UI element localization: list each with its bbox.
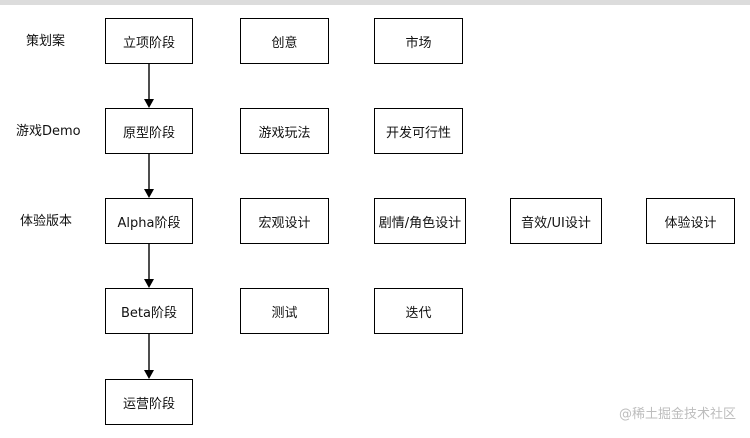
arrow-beta-to-operation <box>144 334 154 379</box>
arrow-initiation-to-prototype <box>144 64 154 108</box>
row-label-trial: 体验版本 <box>20 214 73 229</box>
detail-iteration: 迭代 <box>374 288 463 334</box>
detail-audio-ui-design: 音效/UI设计 <box>510 198 602 244</box>
row-label-plan: 策划案 <box>26 34 66 49</box>
top-shade <box>0 0 750 5</box>
stage-operation: 运营阶段 <box>105 379 193 425</box>
stage-prototype: 原型阶段 <box>105 108 193 154</box>
detail-story-character-design: 剧情/角色设计 <box>374 198 466 244</box>
detail-macro-design: 宏观设计 <box>240 198 329 244</box>
row-label-demo: 游戏Demo <box>16 124 81 139</box>
detail-feasibility: 开发可行性 <box>374 108 463 154</box>
arrow-prototype-to-alpha <box>144 154 154 198</box>
detail-creativity: 创意 <box>240 18 329 64</box>
stage-initiation: 立项阶段 <box>105 18 193 64</box>
detail-gameplay: 游戏玩法 <box>240 108 329 154</box>
arrow-alpha-to-beta <box>144 244 154 288</box>
detail-experience-design: 体验设计 <box>646 198 735 244</box>
watermark: @稀土掘金技术社区 <box>618 407 736 422</box>
stage-alpha: Alpha阶段 <box>105 198 193 244</box>
detail-market: 市场 <box>374 18 463 64</box>
stage-beta: Beta阶段 <box>105 288 193 334</box>
detail-testing: 测试 <box>240 288 329 334</box>
